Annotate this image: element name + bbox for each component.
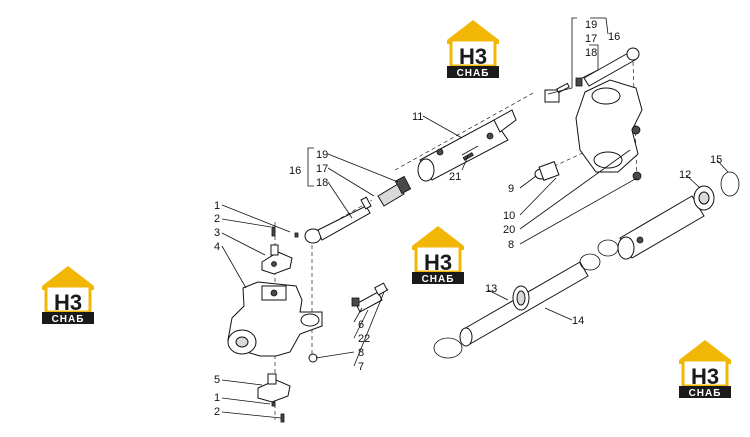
callout-16b: 16 [608, 31, 620, 43]
drive-shaft [459, 261, 589, 347]
clamp-bolt [351, 282, 388, 313]
callout-8: 8 [508, 239, 514, 251]
callout-6: 6 [358, 319, 364, 331]
callout-19: 19 [316, 149, 328, 161]
bushing [534, 161, 560, 181]
callout-8b: 8 [358, 347, 364, 359]
logo-top-text: H3 [459, 44, 487, 69]
callout-22: 22 [358, 333, 370, 345]
callout-15: 15 [710, 154, 722, 166]
callout-2: 2 [214, 213, 220, 225]
callout-5: 5 [214, 374, 220, 386]
logo-top-text: H3 [54, 290, 82, 315]
lower-ball-joint [257, 373, 291, 403]
outer-joint [617, 171, 740, 260]
logo-watermark-right: H3 СНАБ [677, 338, 733, 400]
callout-4: 4 [214, 241, 220, 253]
upper-ball-joint [261, 244, 293, 275]
callout-10: 10 [503, 210, 515, 222]
callout-20: 20 [503, 224, 515, 236]
callout-3: 3 [214, 227, 220, 239]
callout-17b: 17 [585, 33, 597, 45]
logo-bottom-text: СНАБ [422, 274, 455, 285]
left-tie-rod [304, 175, 412, 244]
logo-watermark-center: H3 СНАБ [410, 224, 466, 286]
callout-14: 14 [572, 315, 584, 327]
callout-12: 12 [679, 169, 691, 181]
callout-18b: 18 [585, 47, 597, 59]
callout-17: 17 [316, 163, 328, 175]
callout-1: 1 [214, 200, 220, 212]
callout-1b: 1 [214, 392, 220, 404]
callout-16: 16 [289, 165, 301, 177]
callout-19b: 19 [585, 19, 597, 31]
callout-7: 7 [358, 361, 364, 373]
callout-2b: 2 [214, 406, 220, 418]
callout-brackets [307, 17, 606, 187]
callout-11: 11 [412, 111, 423, 123]
leader-lines [221, 17, 729, 419]
logo-bottom-text: СНАБ [52, 314, 85, 325]
knuckle-fasteners [271, 226, 318, 423]
callout-13: 13 [485, 283, 497, 295]
logo-bottom-text: СНАБ [457, 68, 490, 79]
logo-top-text: H3 [691, 364, 719, 389]
logo-bottom-text: СНАБ [689, 388, 722, 399]
steering-knuckle [227, 281, 323, 357]
logo-top-text: H3 [424, 250, 452, 275]
right-tie-rod [544, 47, 640, 103]
callout-18: 18 [316, 177, 328, 189]
callout-21: 21 [449, 171, 461, 183]
half-shaft-housing [417, 109, 517, 182]
logo-watermark-left: H3 СНАБ [40, 264, 96, 326]
right-knuckle-housing [575, 79, 643, 181]
logo-watermark-top: H3 СНАБ [445, 18, 501, 80]
callout-labels: 1 2 3 4 5 1 2 19 16 17 18 11 21 19 17 18… [214, 19, 722, 418]
callout-9: 9 [508, 183, 514, 195]
